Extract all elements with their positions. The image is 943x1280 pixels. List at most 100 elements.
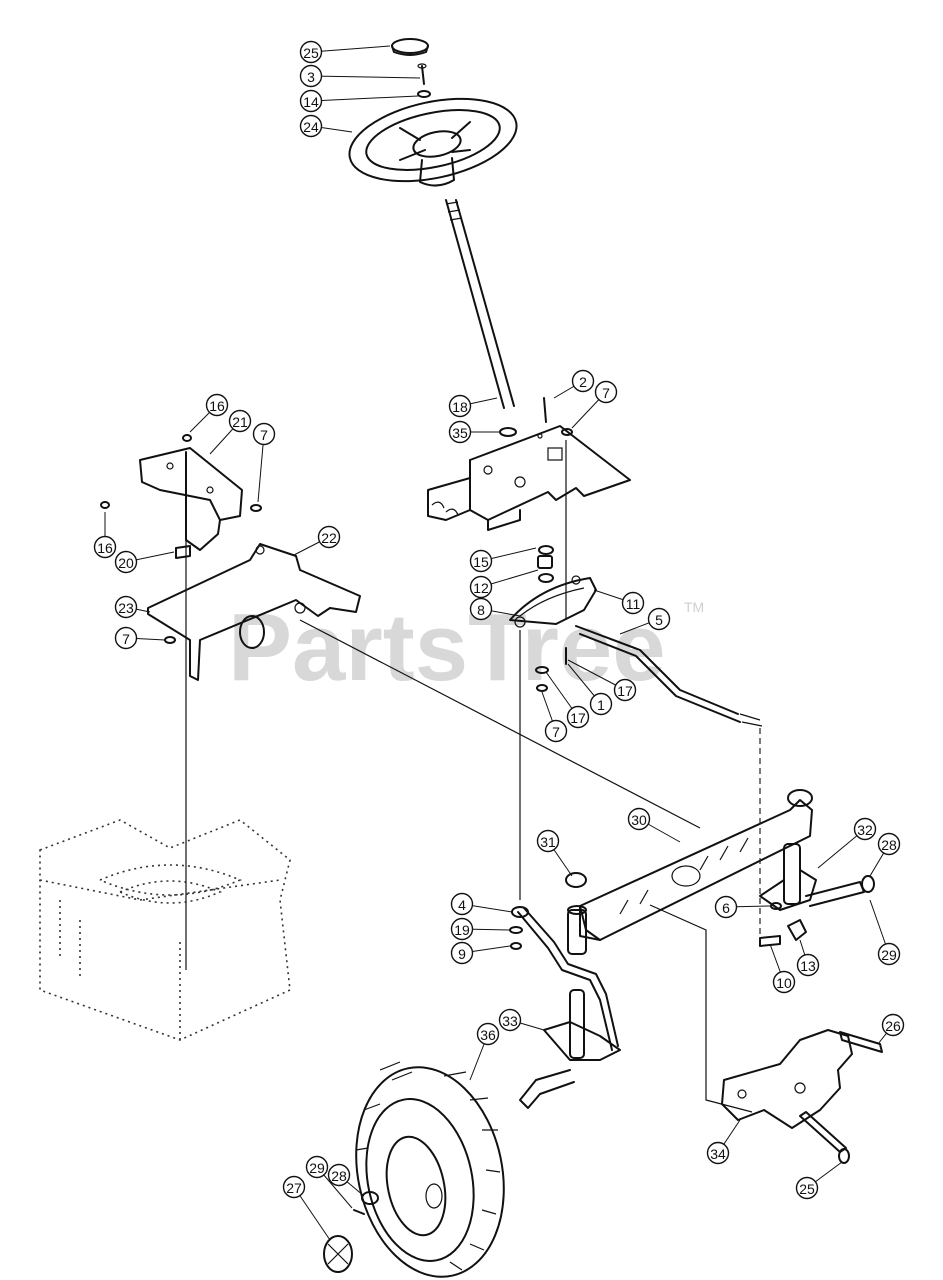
callout-circle [544, 719, 568, 743]
callout-circle [93, 535, 117, 559]
callout-36: 36 [469, 1022, 500, 1081]
callout-circle [448, 394, 472, 418]
callout-number: 24 [303, 119, 319, 135]
dash-bracket-upper [139, 447, 243, 551]
callout-27: 27 [282, 1175, 331, 1241]
callout-number: 13 [800, 958, 816, 974]
callout-circle [853, 817, 877, 841]
callout-circle [327, 1163, 351, 1187]
callout-10: 10 [769, 943, 796, 994]
callout-number: 12 [473, 580, 489, 596]
callout-circle [795, 1176, 819, 1200]
callout-number: 22 [321, 530, 337, 546]
callout-circle [772, 970, 796, 994]
callout-number: 29 [881, 947, 897, 963]
callout-circle [282, 1175, 306, 1199]
callout-4: 4 [450, 892, 513, 916]
callout-number: 28 [331, 1168, 347, 1184]
pin-10 [759, 935, 781, 947]
callout-leader [310, 45, 391, 53]
callout-circle [621, 591, 645, 615]
callout-number: 7 [552, 724, 560, 740]
callout-number: 17 [570, 710, 586, 726]
callout-25: 25 [299, 40, 391, 64]
callout-number: 7 [260, 427, 268, 443]
callout-leader [257, 433, 265, 503]
callout-number: 10 [776, 975, 792, 991]
bolt-2 [543, 397, 547, 423]
callout-circle [299, 114, 323, 138]
callout-number: 36 [480, 1027, 496, 1043]
callout-circle [252, 422, 276, 446]
callout-number: 14 [303, 94, 319, 110]
callout-leader [310, 95, 419, 102]
callout-29: 29 [869, 899, 901, 966]
callout-18: 18 [448, 394, 498, 418]
callout-circle [205, 393, 229, 417]
callout-circle [114, 626, 138, 650]
callout-circle [114, 595, 138, 619]
front-wheel-tire [355, 1061, 505, 1278]
dash-bracket-lower [147, 543, 361, 681]
callout-7: 7 [571, 380, 618, 429]
callout-circle [448, 420, 472, 444]
callout-13: 13 [796, 939, 820, 977]
callout-8: 8 [469, 597, 521, 621]
callout-circle [877, 832, 901, 856]
callout-number: 23 [118, 600, 134, 616]
callout-circle [450, 941, 474, 965]
nut-7-upper [561, 428, 573, 436]
callout-33: 33 [498, 1008, 545, 1032]
callout-22: 22 [293, 525, 341, 556]
callout-circle [450, 917, 474, 941]
callout-34: 34 [706, 1119, 741, 1165]
callout-circle [714, 895, 738, 919]
tie-rod [517, 907, 619, 1051]
callout-16: 16 [189, 393, 229, 433]
callout-9: 9 [450, 941, 511, 965]
callout-number: 30 [631, 812, 647, 828]
sector-gear [509, 575, 597, 628]
callout-circle [647, 607, 671, 631]
callout-circle [299, 64, 323, 88]
callout-1: 1 [567, 663, 613, 716]
callout-circle [114, 550, 138, 574]
axle-cap-31 [565, 872, 587, 888]
callout-28: 28 [327, 1163, 365, 1197]
screw-16-upper [182, 434, 192, 442]
steering-shaft [445, 199, 515, 409]
callout-number: 25 [799, 1181, 815, 1197]
gear-stack [537, 545, 554, 583]
shaft-bushing [499, 427, 517, 437]
cotter-pin-29-left [353, 1209, 365, 1215]
callout-16: 16 [93, 512, 117, 559]
callout-26: 26 [877, 1013, 905, 1045]
bolt-20 [175, 545, 191, 559]
callout-number: 3 [307, 69, 315, 85]
callout-24: 24 [299, 114, 353, 138]
right-spindle [759, 843, 865, 911]
callout-number: 31 [540, 834, 556, 850]
callout-number: 5 [655, 612, 663, 628]
callout-14: 14 [299, 89, 419, 113]
steering-wheel-screw [417, 63, 427, 85]
callout-circle [228, 409, 252, 433]
callout-number: 21 [232, 414, 248, 430]
callout-circle [469, 549, 493, 573]
callout-circle [476, 1022, 500, 1046]
callout-23: 23 [114, 595, 151, 619]
callout-7: 7 [252, 422, 276, 503]
callout-number: 26 [885, 1018, 901, 1034]
bolt-25-lower [799, 1111, 847, 1153]
callout-circle [881, 1013, 905, 1037]
callout-12: 12 [469, 569, 539, 599]
callout-number: 18 [452, 399, 468, 415]
callout-number: 28 [881, 837, 897, 853]
callout-21: 21 [209, 409, 252, 455]
callout-number: 32 [857, 822, 873, 838]
callout-number: 8 [477, 602, 485, 618]
callout-7: 7 [114, 626, 166, 650]
callout-circle [498, 1008, 522, 1032]
callout-number: 15 [473, 554, 489, 570]
